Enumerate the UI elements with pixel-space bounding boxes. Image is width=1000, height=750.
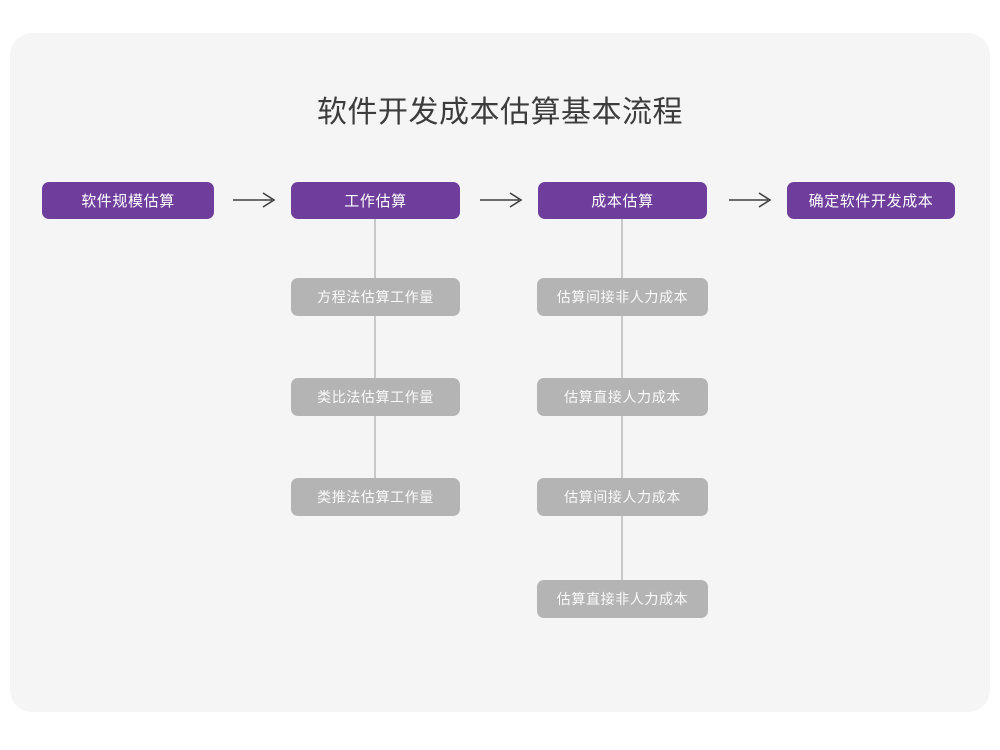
arrow-right-icon-1: [232, 190, 278, 210]
diagram-card: [10, 33, 990, 712]
connector-cost-2: [621, 316, 623, 378]
branch-node-indirect-nonlabor-cost[interactable]: 估算间接非人力成本: [537, 278, 708, 316]
flow-node-cost-estimation[interactable]: 成本估算: [538, 182, 707, 219]
connector-cost-4: [621, 516, 623, 580]
branch-node-direct-labor-cost[interactable]: 估算直接人力成本: [537, 378, 708, 416]
flow-node-software-scale-estimation[interactable]: 软件规模估算: [42, 182, 214, 219]
branch-node-analogy-method-effort[interactable]: 类比法估算工作量: [291, 378, 460, 416]
connector-effort-3: [374, 416, 376, 478]
arrow-right-icon-3: [728, 190, 774, 210]
branch-node-indirect-labor-cost[interactable]: 估算间接人力成本: [537, 478, 708, 516]
page-title: 软件开发成本估算基本流程: [317, 96, 683, 129]
arrow-right-icon-2: [479, 190, 525, 210]
connector-cost-1: [621, 219, 623, 278]
branch-node-direct-nonlabor-cost[interactable]: 估算直接非人力成本: [537, 580, 708, 618]
branch-node-inference-method-effort[interactable]: 类推法估算工作量: [291, 478, 460, 516]
connector-cost-3: [621, 416, 623, 478]
connector-effort-1: [374, 219, 376, 278]
connector-effort-2: [374, 316, 376, 378]
flow-node-effort-estimation[interactable]: 工作估算: [291, 182, 460, 219]
branch-node-equation-method-effort[interactable]: 方程法估算工作量: [291, 278, 460, 316]
flow-node-determine-development-cost[interactable]: 确定软件开发成本: [787, 182, 955, 219]
